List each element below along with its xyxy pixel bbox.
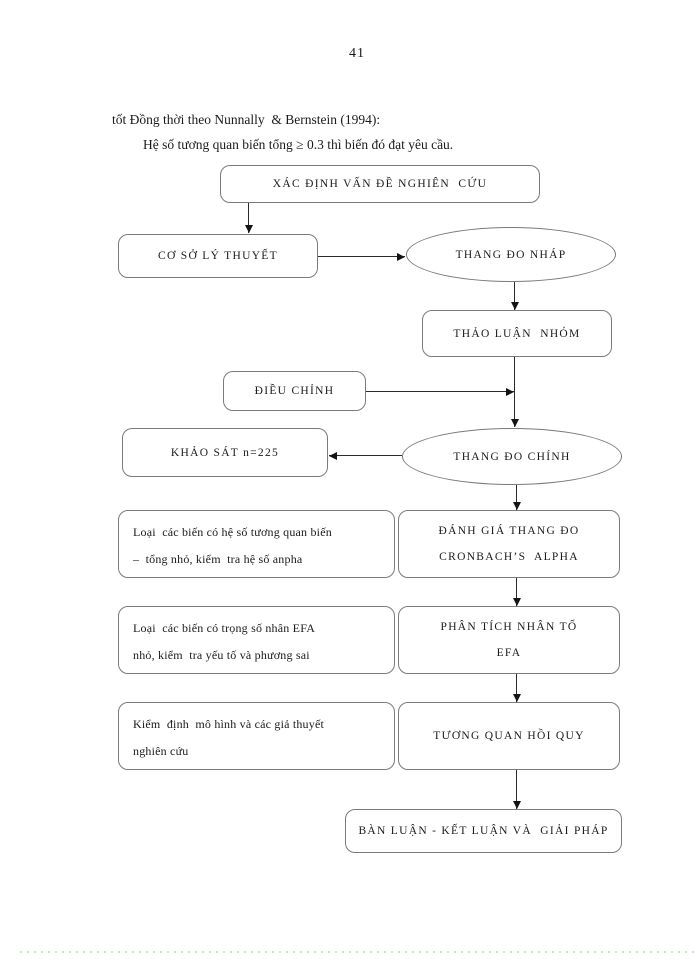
note-regression-line-2: nghiên cứu (133, 744, 189, 758)
body-text-line-1: tốt Đồng thời theo Nunnally & Bernstein … (112, 112, 381, 127)
note-efa-line-1: Loại các biến có trọng số nhân EFA (133, 621, 316, 635)
arrow-regression-to-conclusion (512, 770, 521, 809)
node-cronbach-alpha-line-1: ĐÁNH GIÁ THANG ĐO (438, 525, 580, 537)
arrow-efa-to-regression (512, 674, 521, 702)
node-regression-label: TƯƠNG QUAN HỒI QUY (433, 730, 585, 742)
arrow-cronbach-to-efa (512, 578, 521, 606)
note-efa: Loại các biến có trọng số nhân EFA nhỏ, … (118, 606, 395, 674)
arrow-main-scale-to-cronbach (512, 485, 521, 510)
node-group-discussion-label: THẢO LUẬN NHÓM (453, 327, 581, 340)
node-define-problem-label: XÁC ĐỊNH VẤN ĐỀ NGHIÊN CỨU (272, 178, 488, 190)
node-group-discussion: THẢO LUẬN NHÓM (422, 310, 612, 357)
page-bottom-dotted-line (20, 951, 696, 953)
node-survey-label: KHẢO SÁT n=225 (170, 446, 280, 459)
note-regression-line-1: Kiểm định mô hình và các giả thuyết (133, 717, 325, 731)
arrow-main-scale-to-survey (329, 451, 402, 460)
node-regression: TƯƠNG QUAN HỒI QUY (398, 702, 620, 770)
node-theory-basis: CƠ SỞ LÝ THUYẾT (118, 234, 318, 278)
arrow-problem-to-theory (244, 203, 253, 233)
page-number: 41 (349, 46, 365, 61)
note-cronbach: Loại các biến có hệ số tương quan biến –… (118, 510, 395, 578)
arrow-adjustment-to-line (366, 387, 514, 396)
node-define-problem: XÁC ĐỊNH VẤN ĐỀ NGHIÊN CỨU (220, 165, 540, 203)
node-efa-analysis: PHÂN TÍCH NHÂN TỐ EFA (398, 606, 620, 674)
note-cronbach-line-2: – tổng nhỏ, kiểm tra hệ số anpha (133, 552, 303, 566)
node-draft-scale-label: THANG ĐO NHÁP (455, 248, 567, 261)
arrow-discussion-to-main-scale (510, 357, 519, 427)
node-main-scale: THANG ĐO CHÍNH (402, 428, 622, 485)
note-regression: Kiểm định mô hình và các giả thuyết nghi… (118, 702, 395, 770)
node-adjustment-label: ĐIỀU CHỈNH (254, 385, 335, 397)
note-efa-line-2: nhỏ, kiểm tra yếu tố và phương sai (133, 648, 310, 662)
node-main-scale-label: THANG ĐO CHÍNH (453, 450, 571, 463)
node-theory-basis-label: CƠ SỞ LÝ THUYẾT (158, 250, 278, 262)
node-efa-analysis-line-2: EFA (496, 647, 522, 659)
node-draft-scale: THANG ĐO NHÁP (406, 227, 616, 282)
arrow-theory-to-draft-scale (318, 252, 405, 261)
node-cronbach-alpha-line-2: CRONBACH’S ALPHA (439, 551, 579, 563)
arrow-draft-scale-to-discussion (510, 282, 519, 310)
node-adjustment: ĐIỀU CHỈNH (223, 371, 366, 411)
node-conclusion-label: BÀN LUẬN - KẾT LUẬN VÀ GIẢI PHÁP (358, 825, 609, 837)
node-efa-analysis-line-1: PHÂN TÍCH NHÂN TỐ (440, 621, 578, 633)
body-text-line-2: Hệ số tương quan biến tổng ≥ 0.3 thì biế… (143, 137, 454, 152)
node-cronbach-alpha: ĐÁNH GIÁ THANG ĐO CRONBACH’S ALPHA (398, 510, 620, 578)
node-conclusion: BÀN LUẬN - KẾT LUẬN VÀ GIẢI PHÁP (345, 809, 622, 853)
note-cronbach-line-1: Loại các biến có hệ số tương quan biến (133, 525, 332, 539)
node-survey: KHẢO SÁT n=225 (122, 428, 328, 477)
